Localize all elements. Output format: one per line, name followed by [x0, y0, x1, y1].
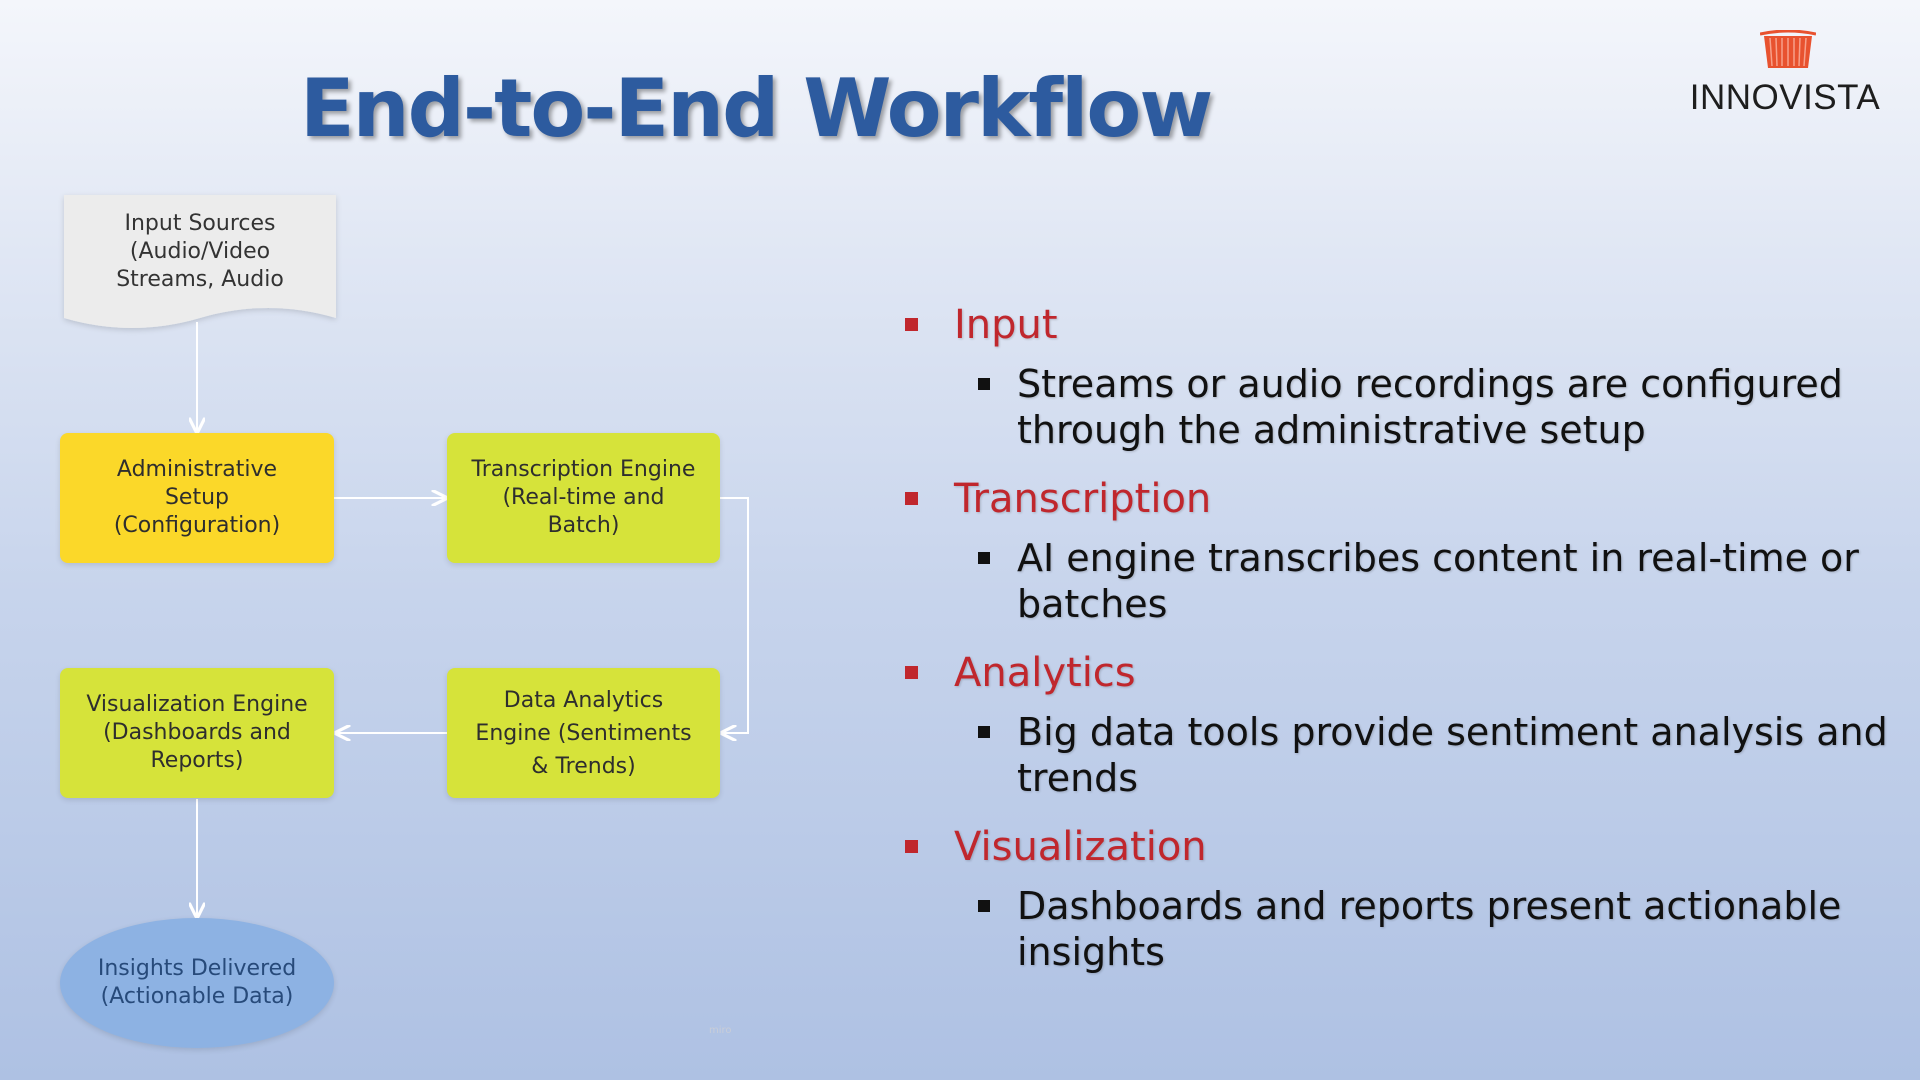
sub-bullet-square-icon: [978, 552, 990, 564]
input-document-shape: [64, 195, 336, 328]
logo-mark-icon: [1760, 30, 1816, 68]
flow-connectors: [64, 195, 749, 1080]
bullet-heading: Input: [954, 302, 1058, 348]
bullet-detail: Streams or audio recordings are configur…: [1017, 362, 1843, 452]
bullet-item-transcription: Transcription AI engine transcribes cont…: [900, 469, 1900, 627]
node-input-sources: Input Sources (Audio/Video Streams, Audi…: [116, 211, 284, 292]
bullet-square-icon: [905, 318, 918, 331]
node-data-analytics-engine: Data Analytics Engine (Sentiments & Tren…: [447, 668, 720, 798]
node-visualization-engine: Visualization Engine (Dashboards and Rep…: [60, 668, 334, 798]
node-transcription-engine: Transcription Engine (Real-time and Batc…: [447, 433, 720, 563]
page-title: End-to-End Workflow: [300, 62, 1213, 155]
bullet-list: Input Streams or audio recordings are co…: [900, 295, 1900, 991]
sub-bullet-square-icon: [978, 726, 990, 738]
logo-text: INNOVISTA: [1689, 78, 1881, 117]
sub-bullet-square-icon: [978, 378, 990, 390]
bullet-heading: Transcription: [954, 476, 1212, 522]
node-insights-delivered: Insights Delivered (Actionable Data): [60, 918, 334, 1048]
bullet-item-analytics: Analytics Big data tools provide sentime…: [900, 643, 1900, 801]
arrow-transcription-to-analytics: [720, 497, 749, 733]
bullet-detail: AI engine transcribes content in real-ti…: [1017, 536, 1859, 626]
bullet-item-input: Input Streams or audio recordings are co…: [900, 295, 1900, 453]
workflow-diagram: Input Sources (Audio/Video Streams, Audi…: [0, 0, 900, 1080]
bullet-heading: Visualization: [954, 824, 1207, 870]
innovista-logo: INNOVISTA: [1670, 30, 1900, 120]
sub-bullet-square-icon: [978, 900, 990, 912]
bullet-square-icon: [905, 840, 918, 853]
miro-watermark: miro: [709, 1025, 732, 1036]
bullet-item-visualization: Visualization Dashboards and reports pre…: [900, 817, 1900, 975]
bullet-detail: Big data tools provide sentiment analysi…: [1017, 710, 1888, 800]
bullet-square-icon: [905, 492, 918, 505]
bullet-square-icon: [905, 666, 918, 679]
bullet-heading: Analytics: [954, 650, 1136, 696]
bullet-detail: Dashboards and reports present actionabl…: [1017, 884, 1842, 974]
node-administrative-setup: Administrative Setup (Configuration): [60, 433, 334, 563]
